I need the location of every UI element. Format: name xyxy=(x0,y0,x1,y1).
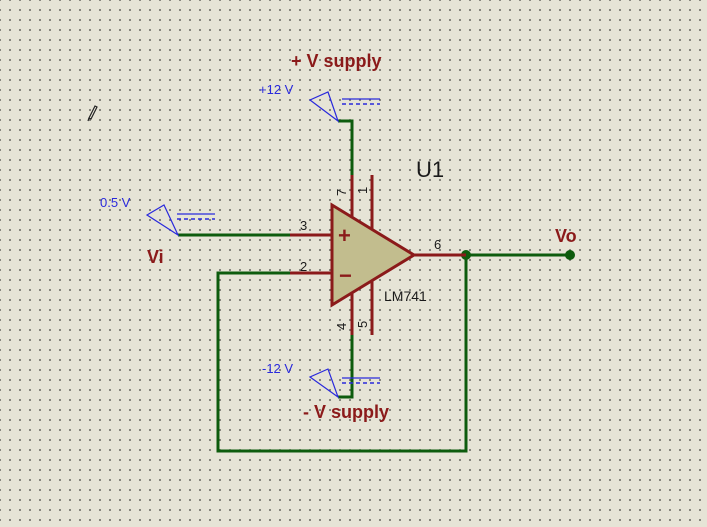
pin-3-number: 3 xyxy=(300,218,307,233)
positive-supply-value: +12 V xyxy=(259,82,294,97)
generator-input[interactable] xyxy=(145,204,215,237)
pin-7-number: 7 xyxy=(334,189,349,196)
negative-supply-label: - V supply xyxy=(303,402,389,422)
negative-supply-value: -12 V xyxy=(262,361,293,376)
opamp-triangle xyxy=(330,202,417,308)
pin-5-number: 5 xyxy=(355,321,370,328)
generator-negative-supply[interactable] xyxy=(308,368,380,399)
generator-positive-supply[interactable] xyxy=(308,91,380,123)
pin-6-number: 6 xyxy=(434,237,441,252)
wire-negative-supply[interactable] xyxy=(338,335,354,399)
input-source-value: 0.5 V xyxy=(100,195,131,210)
generator-terminal-icon xyxy=(308,91,340,123)
plus-sign: + xyxy=(338,223,351,248)
pin-1-number: 1 xyxy=(355,187,370,194)
output-terminal-dot[interactable] xyxy=(565,250,575,260)
wire-positive-supply[interactable] xyxy=(338,119,354,175)
generator-terminal-icon xyxy=(308,368,340,399)
minus-sign: − xyxy=(339,263,352,288)
input-label: Vi xyxy=(147,247,164,267)
output-label: Vo xyxy=(555,226,577,246)
component-ref-label: U1 xyxy=(416,157,444,182)
pin-4-number: 4 xyxy=(334,323,349,330)
generator-terminal-icon xyxy=(145,204,180,237)
opamp-u1[interactable]: + − xyxy=(290,175,466,335)
pencil-icon xyxy=(87,105,98,122)
component-part-label: LM741 xyxy=(384,288,427,304)
pin-2-number: 2 xyxy=(300,259,307,274)
wire-feedback[interactable] xyxy=(216,255,468,453)
positive-supply-label: + V supply xyxy=(291,51,382,71)
